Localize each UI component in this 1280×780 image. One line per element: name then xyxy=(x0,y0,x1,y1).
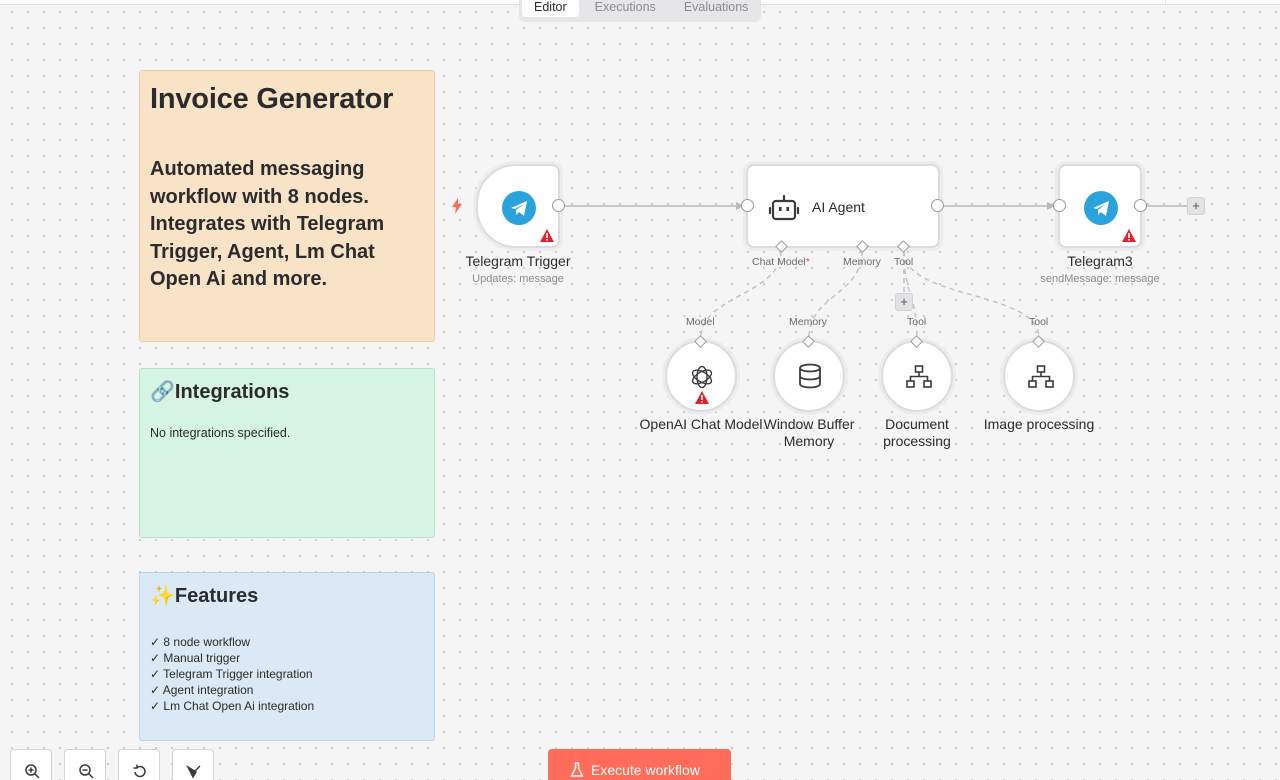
sitemap-icon xyxy=(1028,365,1054,388)
node-document-processing[interactable] xyxy=(881,340,953,412)
node-label: Telegram3 xyxy=(1067,253,1133,269)
trigger-bolt-icon xyxy=(452,198,462,214)
workflow-description: Automated messaging workflow with 8 node… xyxy=(150,158,385,290)
sticky-note-features[interactable]: ✨Features ✓ 8 node workflow ✓ Manual tri… xyxy=(139,572,435,741)
features-heading: ✨Features xyxy=(150,585,259,607)
warning-icon xyxy=(540,229,554,242)
undo-button[interactable] xyxy=(118,749,160,780)
handle-label: Tool xyxy=(907,316,927,328)
telegram-icon xyxy=(1084,191,1118,225)
add-node-button[interactable]: + xyxy=(1187,197,1205,215)
output-handle[interactable] xyxy=(931,199,944,212)
list-item: ✓ Telegram Trigger integration xyxy=(150,667,313,681)
openai-icon xyxy=(691,365,713,389)
database-icon xyxy=(799,363,821,389)
list-item: ✓ Agent integration xyxy=(150,683,254,697)
handle-label: Tool xyxy=(1029,316,1049,328)
node-telegram3[interactable] xyxy=(1058,164,1142,248)
list-item: ✓ Manual trigger xyxy=(150,651,241,665)
node-label: Document processing xyxy=(883,416,951,449)
node-subtitle: sendMessage: message xyxy=(1040,273,1160,285)
tab-editor[interactable]: Editor xyxy=(522,0,579,17)
tab-evaluations[interactable]: Evaluations xyxy=(683,0,749,14)
undo-icon xyxy=(133,764,146,778)
zoom-out-button[interactable] xyxy=(64,749,106,780)
execute-workflow-button[interactable]: Execute workflow xyxy=(548,749,731,780)
integrations-text: No integrations specified. xyxy=(150,426,291,440)
list-item: ✓ Lm Chat Open Ai integration xyxy=(150,699,315,713)
robot-icon xyxy=(768,194,800,221)
node-openai-chat-model[interactable] xyxy=(665,340,737,412)
tidy-up-button[interactable] xyxy=(172,749,214,780)
connection-agent-model xyxy=(700,250,782,339)
workflow-title: Invoice Generator xyxy=(150,83,394,115)
zoom-in-button[interactable] xyxy=(10,749,52,780)
broom-icon xyxy=(186,764,201,779)
node-ai-agent[interactable]: AI Agent xyxy=(746,164,940,248)
handle-label: Chat Model* xyxy=(752,256,810,268)
connection-agent-tool-image xyxy=(903,250,1040,339)
sticky-note-overview[interactable]: Invoice Generator Automated messaging wo… xyxy=(139,70,435,342)
integrations-heading: 🔗Integrations xyxy=(150,381,290,403)
flask-icon xyxy=(570,762,584,777)
features-list: ✓ 8 node workflow ✓ Manual trigger ✓ Tel… xyxy=(150,634,424,714)
node-subtitle: Updates: message xyxy=(472,273,564,285)
node-label: Window Buffer Memory xyxy=(763,416,855,449)
sticky-note-integrations[interactable]: 🔗Integrations No integrations specified. xyxy=(139,368,435,538)
node-image-processing[interactable] xyxy=(1003,340,1075,412)
warning-icon xyxy=(695,391,709,404)
handle-label: Tool xyxy=(894,256,914,268)
warning-icon xyxy=(1122,229,1136,242)
output-handle[interactable] xyxy=(1134,199,1147,212)
node-label: Image processing xyxy=(983,416,1095,432)
node-telegram-trigger[interactable] xyxy=(476,164,560,248)
zoom-out-icon xyxy=(79,764,94,779)
handle-label: Model xyxy=(686,316,715,328)
node-label: OpenAI Chat Model xyxy=(639,416,763,432)
handle-label: Memory xyxy=(843,256,881,268)
node-label: Telegram Trigger xyxy=(465,253,571,269)
node-label: AI Agent xyxy=(812,199,865,215)
connection-agent-memory xyxy=(808,250,863,339)
sitemap-icon xyxy=(906,365,932,388)
output-handle[interactable] xyxy=(552,199,565,212)
input-handle[interactable] xyxy=(741,199,754,212)
list-item: ✓ 8 node workflow xyxy=(150,635,251,649)
tab-executions[interactable]: Executions xyxy=(594,0,656,14)
telegram-icon xyxy=(502,191,536,225)
zoom-in-icon xyxy=(25,764,40,779)
node-window-buffer-memory[interactable] xyxy=(773,340,845,412)
view-tabs: Editor Executions Evaluations xyxy=(519,0,761,22)
add-tool-button[interactable]: + xyxy=(895,293,913,311)
execute-label: Execute workflow xyxy=(591,762,700,778)
top-bar-divider xyxy=(1165,0,1166,5)
input-handle[interactable] xyxy=(1053,199,1066,212)
handle-label: Memory xyxy=(789,316,827,328)
